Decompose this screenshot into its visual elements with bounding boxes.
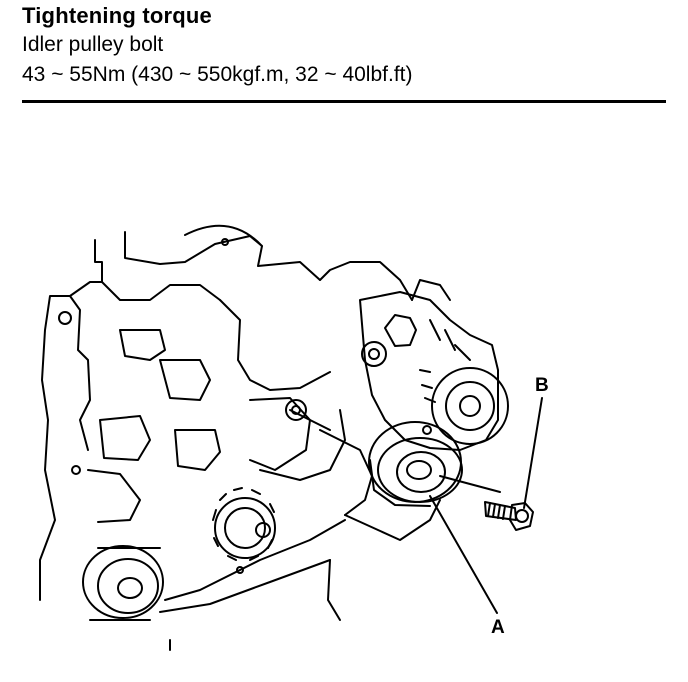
water-pump — [359, 279, 509, 451]
spec-item: Idler pulley bolt — [22, 33, 164, 56]
engine-illustration: B A — [39, 224, 549, 651]
callout-line-a — [429, 495, 498, 614]
callout-a-label: A — [491, 617, 505, 638]
spec-title: Tightening torque — [22, 3, 212, 28]
header-rule — [22, 100, 666, 103]
timing-belt — [159, 519, 346, 613]
lower-pulley — [82, 545, 164, 621]
idler-pulley-bolt — [484, 501, 534, 531]
crankshaft-sprocket — [212, 487, 276, 561]
engine-block — [39, 224, 441, 601]
callout-line-b — [523, 397, 543, 509]
spec-value: 43 ~ 55Nm (430 ~ 550kgf.m, 32 ~ 40lbf.ft… — [22, 63, 413, 86]
idler-pulley — [368, 421, 501, 507]
callout-b-label: B — [535, 375, 549, 396]
torque-spec: Tightening torque Idler pulley bolt 43 ~… — [22, 0, 672, 90]
